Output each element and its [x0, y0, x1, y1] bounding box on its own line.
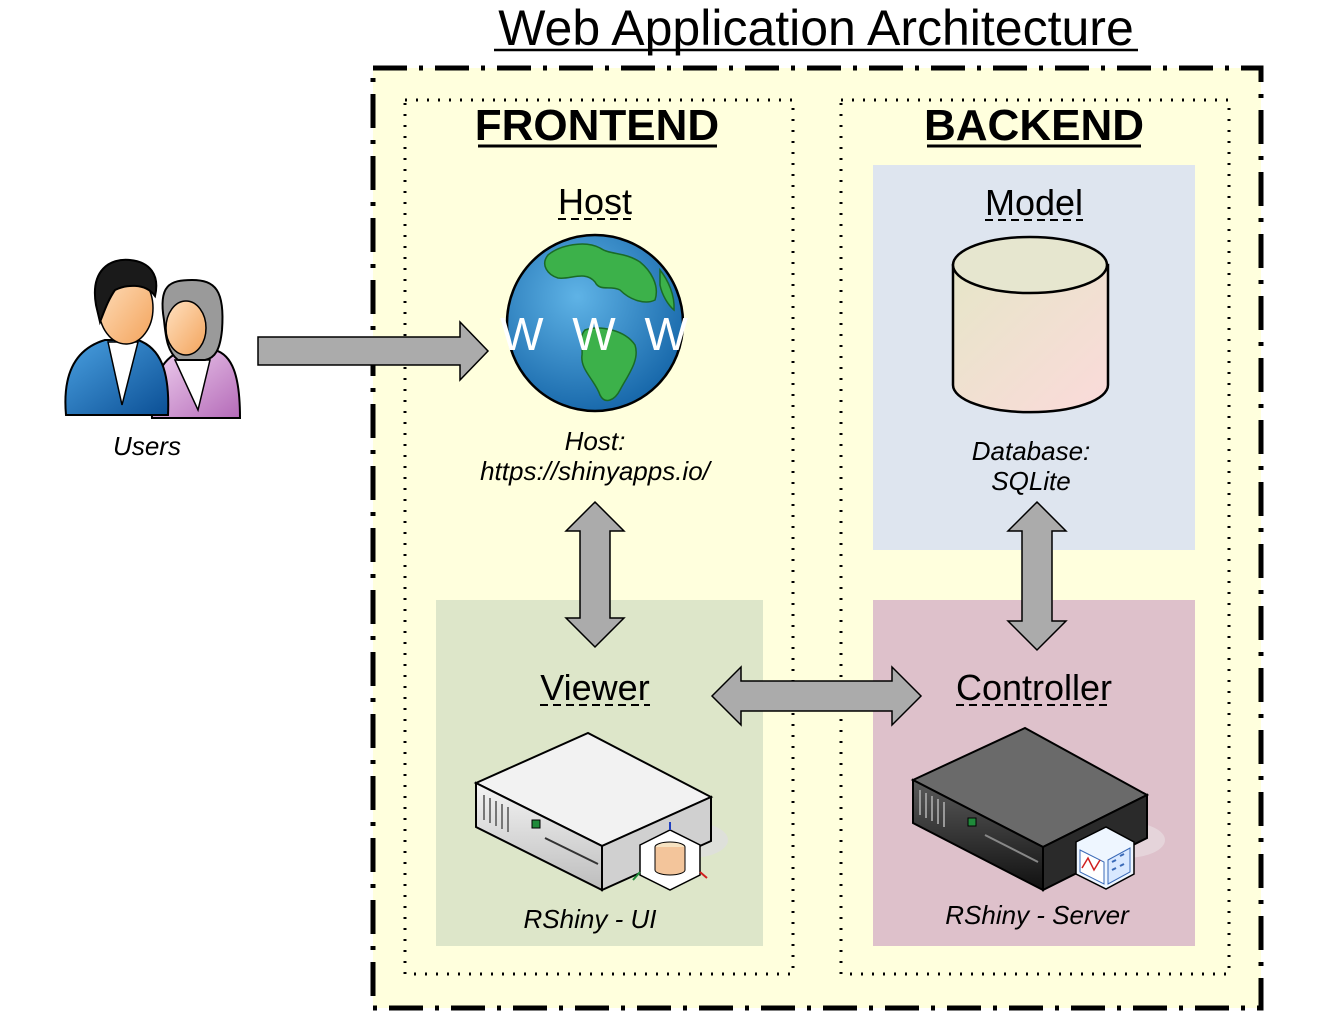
viewer-heading: Viewer [540, 667, 649, 708]
ui-server-icon [473, 731, 728, 892]
controller-heading: Controller [956, 667, 1112, 708]
server-icon [910, 726, 1165, 892]
model-heading: Model [985, 182, 1083, 223]
globe-icon: W W W [500, 233, 696, 413]
backend-label: BACKEND [924, 101, 1144, 150]
host-viewer-arrow [564, 500, 626, 649]
frontend-region [403, 98, 795, 976]
backend-region [839, 98, 1231, 976]
users-label: Users [113, 431, 181, 461]
model-caption-line1: Database: [972, 436, 1091, 466]
host-caption-line1: Host: [565, 426, 626, 456]
viewer-controller-arrow [710, 665, 923, 727]
model-controller-arrow [1006, 500, 1068, 652]
viewer-caption: RShiny - UI [524, 904, 657, 934]
frontend-label: FRONTEND [475, 101, 719, 150]
users-to-host-arrow [257, 320, 490, 382]
model-caption-line2: SQLite [991, 466, 1071, 496]
users-icon [64, 258, 242, 419]
host-heading: Host [558, 181, 632, 222]
diagram-title: Web Application Architecture [498, 0, 1134, 56]
host-caption-line2: https://shinyapps.io/ [480, 456, 713, 486]
controller-caption: RShiny - Server [945, 900, 1130, 930]
globe-www-text: W W W [500, 308, 696, 360]
database-icon [951, 235, 1110, 414]
